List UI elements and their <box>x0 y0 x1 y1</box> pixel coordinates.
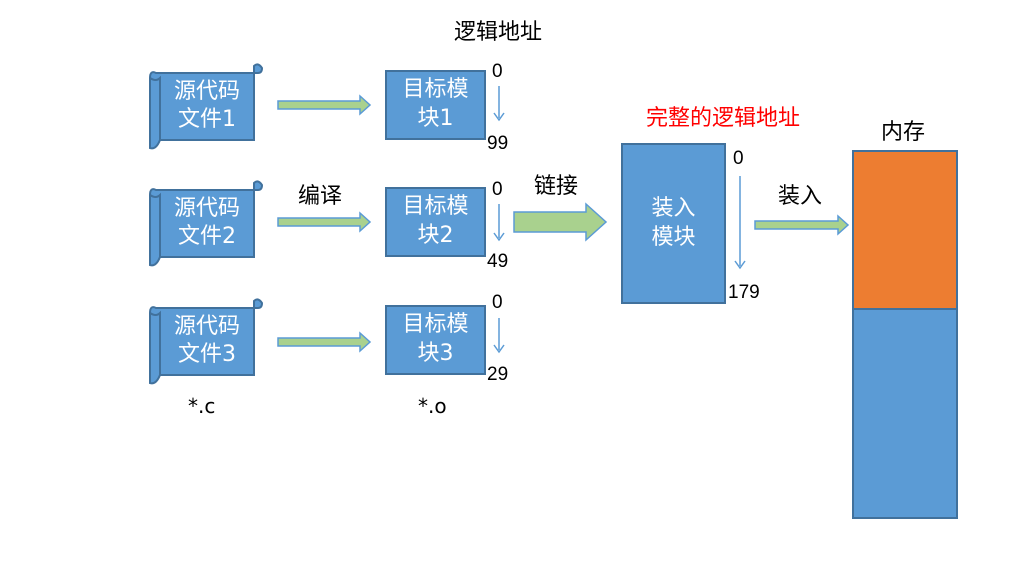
memory-block <box>852 150 958 519</box>
source-file-1-line1: 源代码 <box>173 79 240 104</box>
object-module-1-line2: 块1 <box>417 106 454 131</box>
load-module-line2: 模块 <box>651 224 696 250</box>
object-module-2-start: 0 <box>492 179 503 200</box>
link-label: 链接 <box>534 174 579 199</box>
load-module-start: 0 <box>733 148 744 169</box>
load-arrow <box>754 214 850 236</box>
source-file-2-line1: 源代码 <box>173 196 240 221</box>
load-module-address-arrow <box>734 176 746 270</box>
object-module-3-line1: 目标模 <box>402 312 469 338</box>
source-file-3-line1: 源代码 <box>173 314 240 339</box>
source-file-2-line2: 文件2 <box>178 223 236 249</box>
address-range-arrow-2 <box>493 204 505 242</box>
complete-logical-address-label: 完整的逻辑地址 <box>646 106 801 131</box>
load-module-line1: 装入 <box>651 195 696 221</box>
source-file-3-line2: 文件3 <box>178 341 236 367</box>
object-module-1: 目标模 块1 <box>385 70 486 140</box>
memory-free-region <box>852 308 958 519</box>
object-module-1-start: 0 <box>492 61 503 82</box>
source-file-3: 源代码 文件3 <box>160 313 254 368</box>
memory-label: 内存 <box>881 120 926 145</box>
source-file-2-scroll <box>149 180 264 267</box>
compile-arrow-3 <box>277 331 372 353</box>
source-file-1: 源代码 文件1 <box>160 78 254 133</box>
compile-label: 编译 <box>298 184 343 209</box>
object-module-2: 目标模 块2 <box>385 187 486 257</box>
object-module-2-line2: 块2 <box>417 223 454 248</box>
logical-address-title: 逻辑地址 <box>454 20 543 45</box>
memory-used-region <box>852 150 958 310</box>
object-extension-label: *.o <box>418 394 447 418</box>
object-module-3-line2: 块3 <box>417 341 454 366</box>
load-module: 装入 模块 <box>621 143 726 304</box>
source-extension-label: *.c <box>188 394 216 418</box>
object-module-3-end: 29 <box>487 364 509 385</box>
link-arrow <box>513 202 608 242</box>
object-module-1-end: 99 <box>487 133 509 154</box>
source-file-1-scroll <box>149 63 264 150</box>
load-module-end: 179 <box>728 282 760 303</box>
compile-arrow-1 <box>277 94 372 116</box>
object-module-2-line1: 目标模 <box>402 194 469 220</box>
object-module-1-line1: 目标模 <box>402 77 469 103</box>
source-file-2: 源代码 文件2 <box>160 195 254 250</box>
object-module-2-end: 49 <box>487 251 509 272</box>
object-module-3-start: 0 <box>492 292 503 313</box>
address-range-arrow-1 <box>493 86 505 122</box>
source-file-1-line2: 文件1 <box>178 106 236 132</box>
source-file-3-scroll <box>149 298 264 385</box>
address-range-arrow-3 <box>493 318 505 354</box>
load-label: 装入 <box>778 184 823 209</box>
object-module-3: 目标模 块3 <box>385 305 486 375</box>
compile-arrow-2 <box>277 211 372 233</box>
